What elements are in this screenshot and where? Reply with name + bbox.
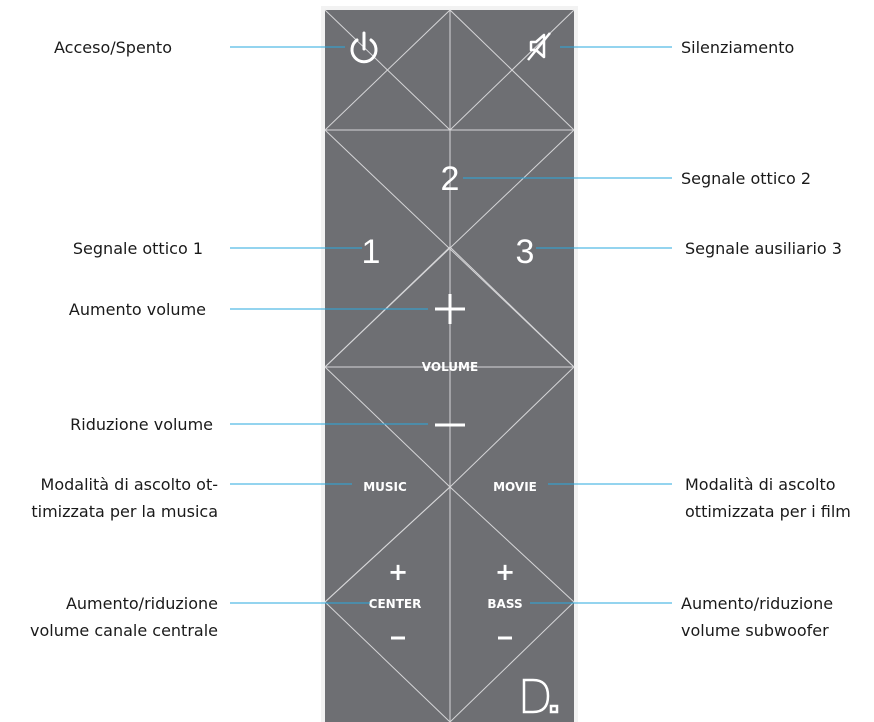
- brand-logo-d: [522, 678, 559, 714]
- label-aux-3: Segnale ausiliario 3: [685, 239, 842, 258]
- input-3-button[interactable]: 3: [516, 233, 535, 271]
- volume-label: VOLUME: [422, 360, 478, 374]
- label-sub-line1: Aumento/riduzione: [681, 594, 833, 613]
- mute-icon[interactable]: [527, 32, 551, 61]
- movie-mode-button[interactable]: MOVIE: [493, 480, 537, 494]
- label-music-line1: Modalità di ascolto ot-: [41, 475, 218, 494]
- power-icon[interactable]: [350, 31, 378, 64]
- label-music-line2: timizzata per la musica: [31, 502, 218, 521]
- label-optical-1: Segnale ottico 1: [73, 239, 203, 258]
- label-mute: Silenziamento: [681, 38, 794, 57]
- label-sub-line2: volume subwoofer: [681, 621, 829, 640]
- label-center-line2: volume canale centrale: [30, 621, 218, 640]
- label-volume-down: Riduzione volume: [70, 415, 213, 434]
- leader-lines: [230, 46, 672, 604]
- center-label: CENTER: [369, 597, 422, 611]
- volume-up-button[interactable]: [435, 294, 465, 324]
- bass-plus-button[interactable]: +: [495, 558, 515, 586]
- label-optical-2: Segnale ottico 2: [681, 169, 811, 188]
- label-movie-line2: ottimizzata per i film: [685, 502, 851, 521]
- label-center-line1: Aumento/riduzione: [66, 594, 218, 613]
- label-power: Acceso/Spento: [54, 38, 172, 57]
- center-plus-button[interactable]: +: [388, 558, 408, 586]
- bass-label: BASS: [487, 597, 522, 611]
- input-2-button[interactable]: 2: [441, 160, 460, 198]
- music-mode-button[interactable]: MUSIC: [363, 480, 407, 494]
- label-movie-line1: Modalità di ascolto: [685, 475, 836, 494]
- input-1-button[interactable]: 1: [362, 233, 381, 271]
- label-volume-up: Aumento volume: [69, 300, 206, 319]
- remote-dividers: [324, 9, 575, 722]
